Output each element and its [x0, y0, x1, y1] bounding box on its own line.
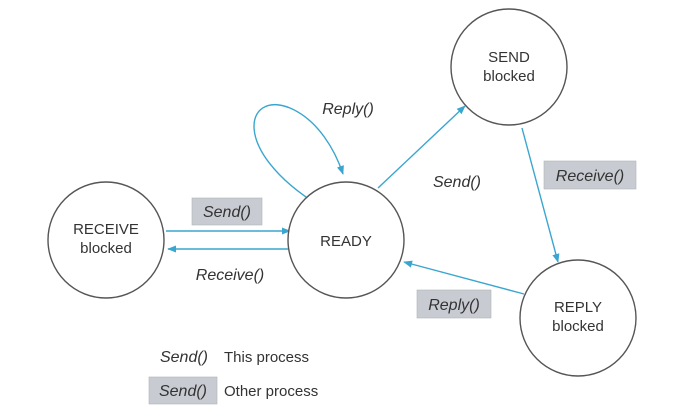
legend: Send() This process Send() Other process — [148, 349, 318, 405]
state-ready: READY — [287, 181, 405, 299]
edge-send-to-reply — [521, 127, 560, 263]
state-ready-label: READY — [320, 233, 372, 250]
label-receive-to-ready: Send() — [203, 204, 251, 221]
edge-ready-to-send — [377, 105, 466, 189]
state-send-blocked-line1: SEND — [488, 49, 530, 66]
label-ready-to-receive: Receive() — [196, 267, 264, 284]
label-box-receive-to-ready — [191, 197, 263, 226]
state-send-blocked: SEND blocked — [450, 8, 568, 126]
edge-reply-to-ready — [403, 260, 525, 295]
label-ready-self-loop: Reply() — [322, 101, 374, 118]
label-ready-to-send: Send() — [433, 174, 481, 191]
state-receive-blocked: RECEIVE blocked — [47, 181, 165, 299]
state-reply-blocked: REPLY blocked — [519, 259, 637, 377]
label-reply-to-ready: Reply() — [428, 297, 480, 314]
legend-other-process-box — [148, 376, 218, 405]
legend-this-process-text: This process — [224, 349, 309, 366]
label-send-to-reply: Receive() — [556, 168, 624, 185]
state-receive-blocked-line1: RECEIVE — [73, 221, 139, 238]
state-receive-blocked-line2: blocked — [80, 240, 132, 257]
state-reply-blocked-line1: REPLY — [554, 299, 602, 316]
legend-other-process-call: Send() — [159, 383, 207, 400]
legend-other-process-text: Other process — [224, 383, 318, 400]
legend-this-process-call: Send() — [160, 349, 208, 366]
state-reply-blocked-line2: blocked — [552, 318, 604, 335]
state-send-blocked-line2: blocked — [483, 68, 535, 85]
label-box-send-to-reply — [543, 160, 637, 190]
label-box-reply-to-ready — [416, 289, 492, 319]
edge-ready-self-loop — [253, 104, 344, 206]
